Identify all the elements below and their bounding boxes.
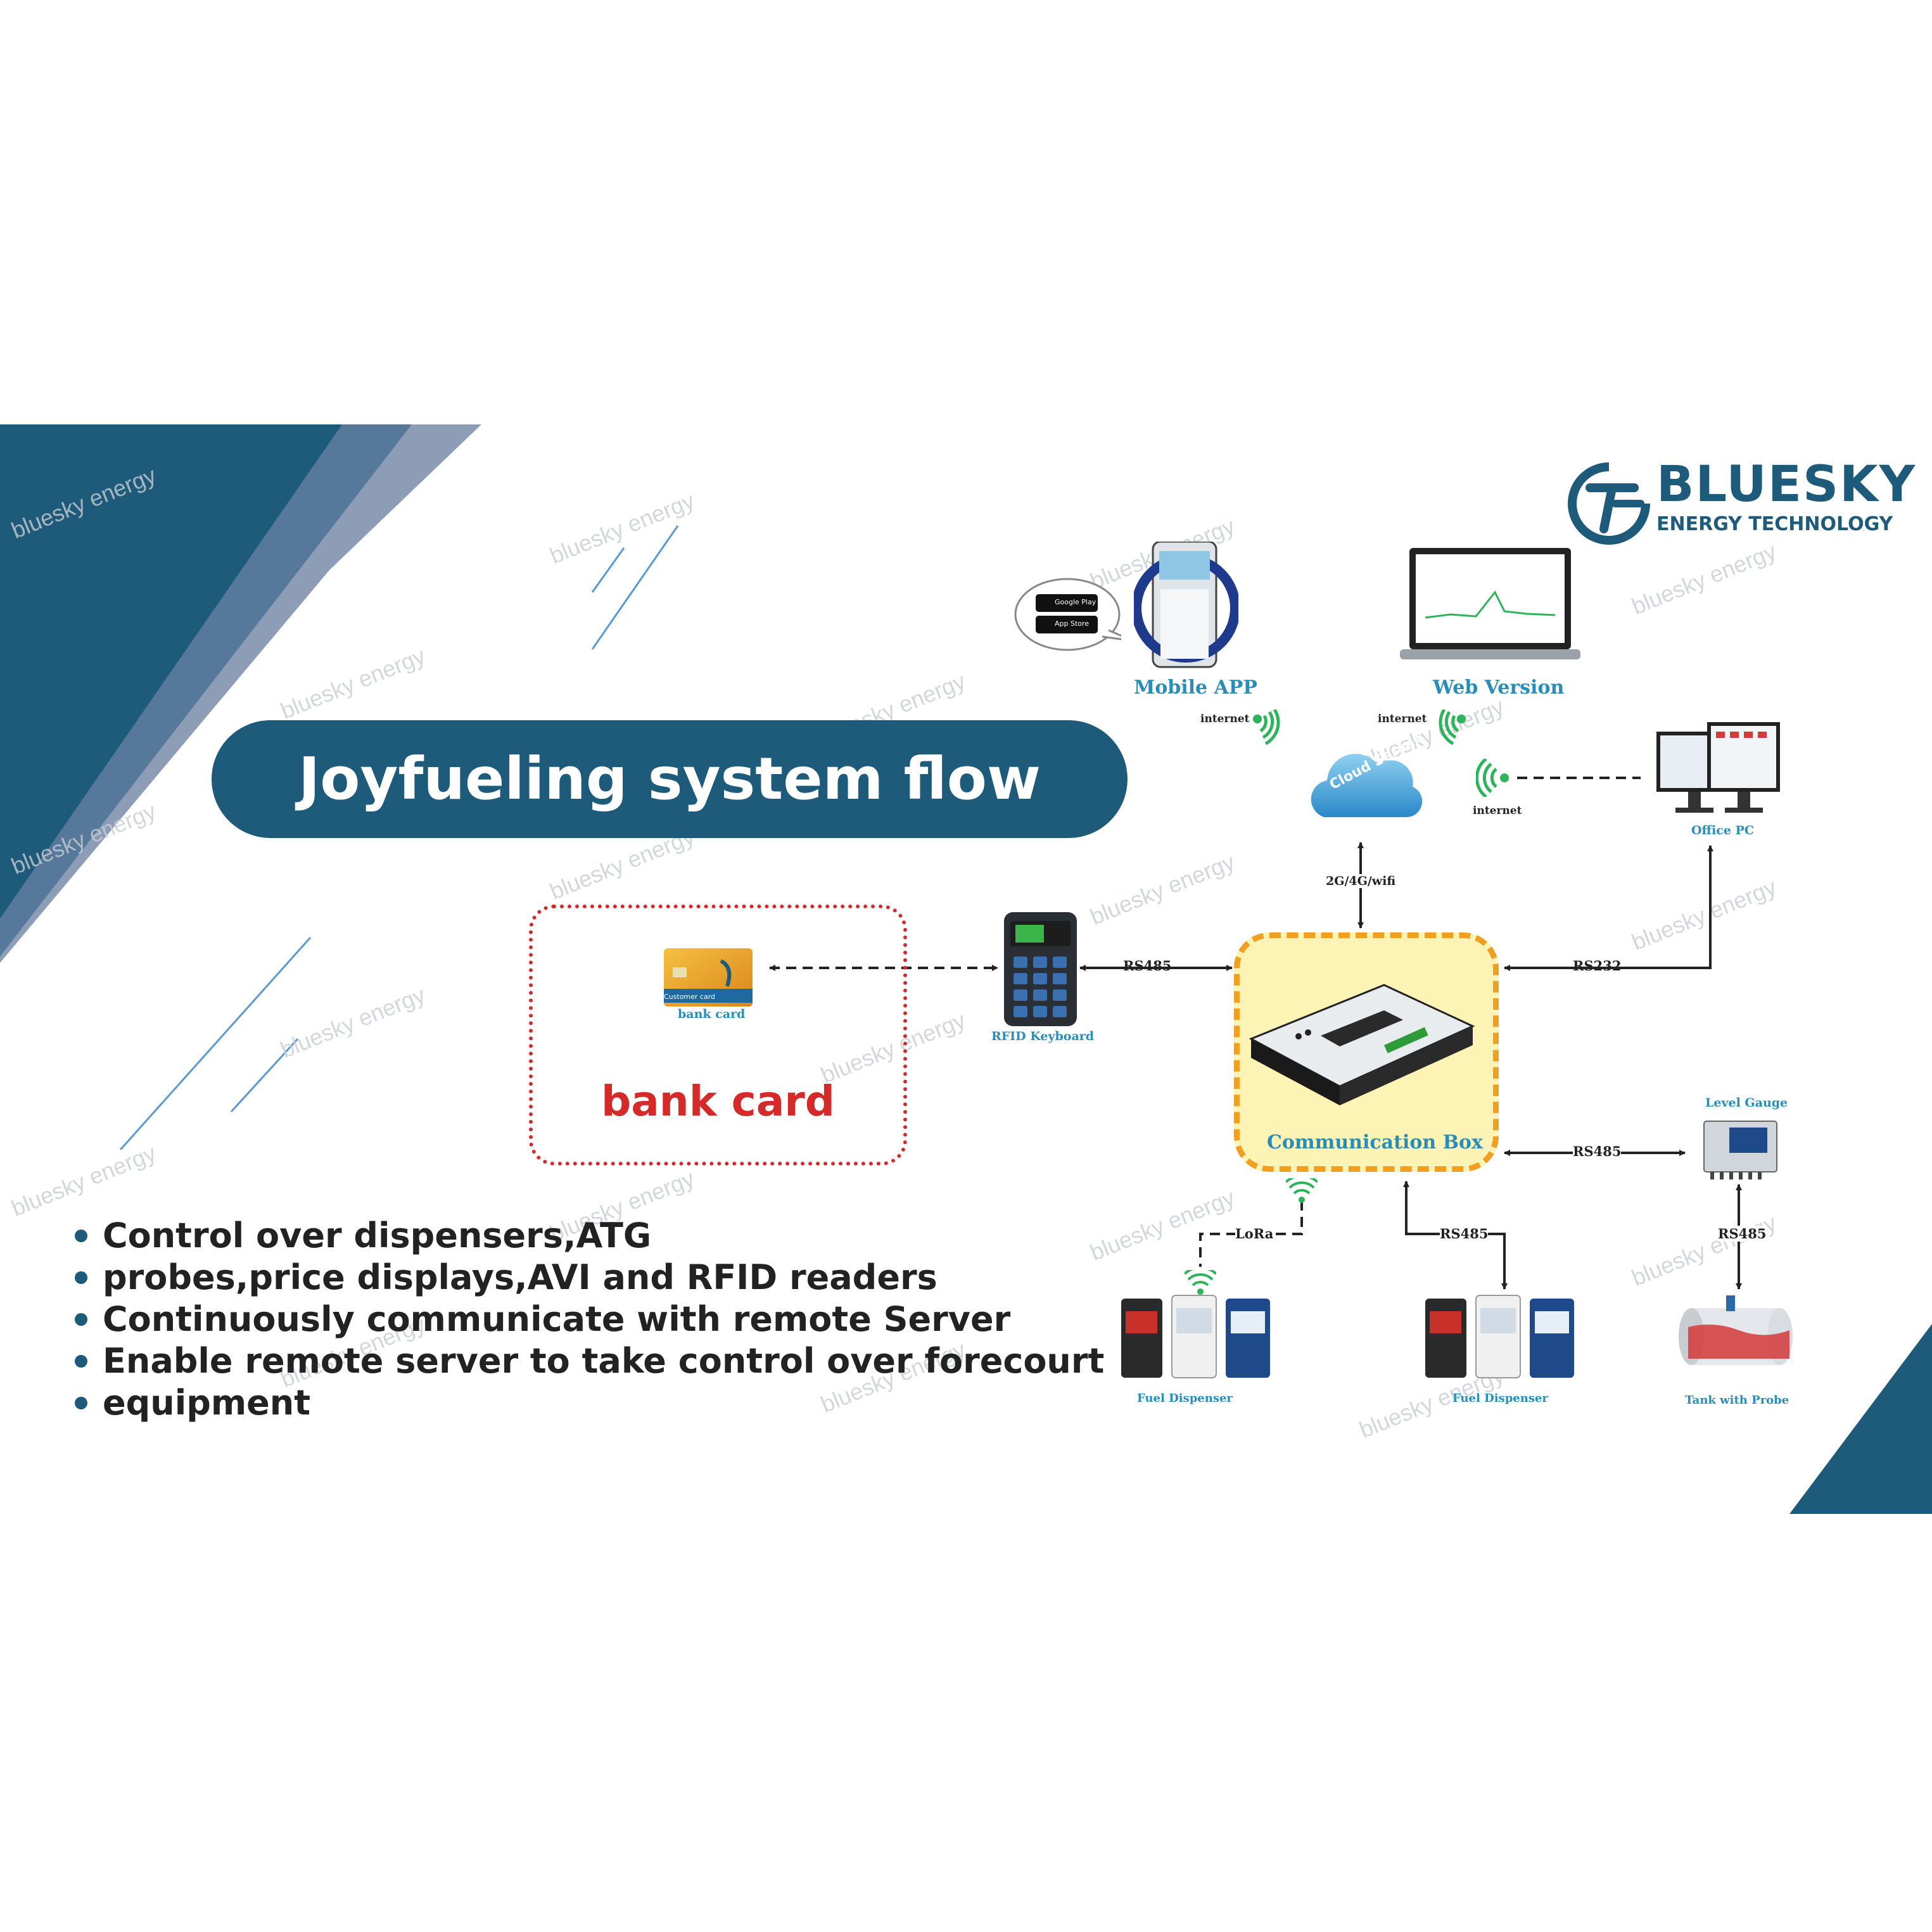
wifi-signal-icon: [1286, 1178, 1318, 1203]
bullet-text: probes,price displays,AVI and RFID reade…: [103, 1257, 937, 1297]
logo-brand: BLUESKY: [1656, 456, 1917, 513]
customer-card-label: Customer card: [664, 993, 716, 1001]
bank-card-region: [529, 905, 907, 1166]
app-store-label: App Store: [1055, 620, 1090, 628]
wifi-signal-icon: [1253, 709, 1280, 746]
rfid-keyboard-icon: [1004, 912, 1077, 1026]
fuel-dispenser-1-icon: [1121, 1295, 1270, 1378]
bullet-dot-icon: [75, 1313, 87, 1326]
bullet-text: Control over dispensers,ATG: [103, 1216, 652, 1255]
edge-label-internet-mobile: internet: [1200, 713, 1250, 725]
wifi-signal-icon: [1476, 759, 1509, 797]
tank-with-probe-label: Tank with Probe: [1685, 1394, 1789, 1407]
communication-box-label: Communication Box: [1267, 1131, 1483, 1153]
bank-card-icon: [664, 948, 753, 1007]
cloud-server-icon: [1311, 754, 1423, 818]
bullet-dot-icon: [75, 1271, 87, 1284]
fuel-dispenser-1-label: Fuel Dispenser: [1137, 1392, 1233, 1405]
edge-label-rfid-box: RS485: [1123, 958, 1172, 974]
fuel-dispenser-2-icon: [1425, 1295, 1574, 1378]
edge-label-box-office: RS232: [1573, 958, 1622, 974]
bg-dark-shape: [0, 424, 342, 918]
deco-line-1: [591, 547, 625, 593]
office-pc-icon: [1656, 722, 1780, 813]
bullet-text: equipment: [103, 1383, 311, 1423]
office-pc-label: Office PC: [1691, 823, 1755, 837]
edge-label-box-gauge: RS485: [1573, 1143, 1622, 1159]
logo-subtitle: ENERGY TECHNOLOGY: [1656, 513, 1893, 535]
edge-label-internet-web: internet: [1378, 713, 1427, 725]
bank-card-title: bank card: [601, 1077, 836, 1126]
communication-box-device-icon: [1249, 984, 1475, 1105]
edge-label-internet-office: internet: [1473, 804, 1522, 817]
edge-label-gauge-tank: RS485: [1718, 1226, 1767, 1242]
wifi-signal-icon: [1185, 1270, 1216, 1295]
bullet-text: Enable remote server to take control ove…: [103, 1341, 1105, 1381]
title-banner: [212, 720, 1128, 838]
deco-line-3: [119, 936, 312, 1151]
mobile-app-icon: [1134, 542, 1238, 668]
bullet-text: Continuously communicate with remote Ser…: [103, 1299, 1011, 1339]
deco-line-4: [230, 1038, 299, 1113]
page-title: Joyfueling system flow chart: [298, 745, 1041, 931]
web-version-laptop-icon: [1400, 548, 1580, 659]
bullet-dot-icon: [75, 1397, 87, 1409]
bluesky-logo-icon: [1568, 462, 1650, 545]
edge-label-cloud-box: 2G/4G/wifi: [1326, 874, 1396, 888]
wifi-signal-icon: [1439, 709, 1466, 746]
bg-corner-shape: [1789, 1324, 1932, 1514]
deco-line-2: [591, 525, 679, 650]
web-version-label: Web Version: [1433, 677, 1565, 699]
bullet-dot-icon: [75, 1355, 87, 1368]
level-gauge-icon: [1703, 1121, 1777, 1179]
google-play-label: Google Play: [1055, 598, 1096, 606]
tank-with-probe-icon: [1679, 1295, 1793, 1365]
bullet-dot-icon: [75, 1230, 87, 1242]
rfid-keyboard-label: RFID Keyboard: [991, 1029, 1095, 1043]
app-store-bubble-icon: [1014, 578, 1121, 651]
bank-card-label: bank card: [678, 1007, 746, 1021]
edge-label-lora: LoRa: [1235, 1226, 1274, 1242]
edge-box-office: [1504, 845, 1713, 971]
mobile-app-label: Mobile APP: [1134, 677, 1257, 699]
fuel-dispenser-2-label: Fuel Dispenser: [1452, 1392, 1548, 1405]
edge-label-box-dispenser2: RS485: [1440, 1226, 1489, 1242]
level-gauge-label: Level Gauge: [1705, 1096, 1788, 1110]
